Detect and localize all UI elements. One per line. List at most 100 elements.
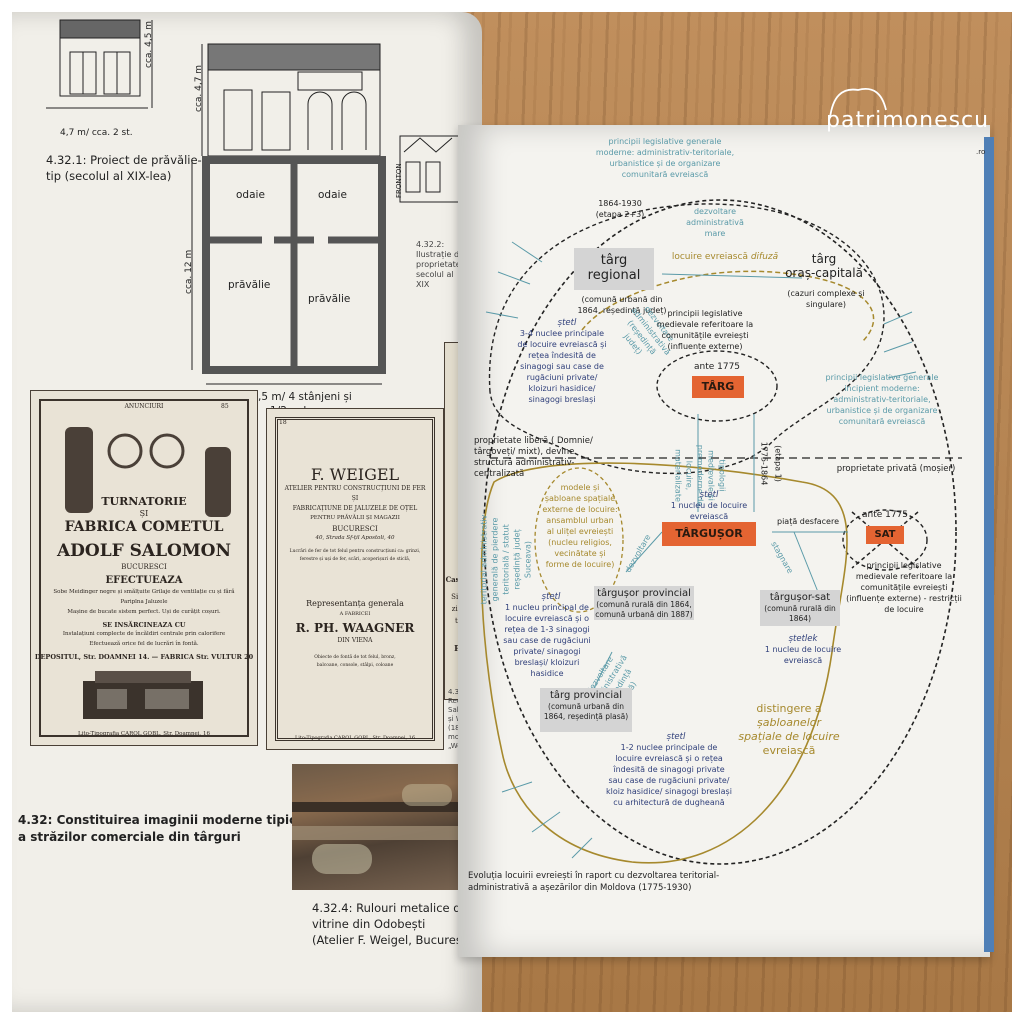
page-edge-blue xyxy=(984,137,994,952)
targ-regional-line2: regional xyxy=(587,268,641,283)
caption-4-32-4-line1: 4.32.4: Rulouri metalice de vitrine din … xyxy=(312,901,468,931)
box-sat: SAT xyxy=(866,526,904,544)
advert-line-12: R. PH. WAAGNER xyxy=(295,621,415,635)
room-odaie-left: odaie xyxy=(236,189,265,201)
box-targusor-provincial: târgușor provincial (comună rurală din 1… xyxy=(594,586,694,620)
advert-line-4: ADOLF SALOMON xyxy=(56,541,232,561)
stetl-2-text: 1 nucleu de locuire evreiască xyxy=(670,501,748,521)
period-1775-1864: 1775-1864 xyxy=(759,441,769,486)
caption-4-32-line2: a străzilor comerciale din târguri xyxy=(18,830,241,844)
advert-line-5: PENTRU PRĂVĂLII ȘI MAGAZII xyxy=(310,515,400,521)
ante1775-targ-ellipse xyxy=(656,350,778,422)
targ-prov-sub: (comună urbană din 1864, reședință plasă… xyxy=(543,702,629,721)
advert-line-15: balcoane, console, stâlpi, coloane xyxy=(316,663,394,668)
advert-line-11: A FABRICEI xyxy=(339,611,371,617)
advert-line-7: 40, Strada Sf-țil Apostoli, 40 xyxy=(315,535,395,541)
proprietate-libera: proprietate liberă ( Domnie/ târgoveți/ … xyxy=(474,436,593,479)
medieval-principles: principii legislative medievale referito… xyxy=(656,309,754,351)
modele-sabloane: modele și șabloane spațiale externe de l… xyxy=(542,483,618,569)
advert-line-3: FABRICA COMETUL xyxy=(64,519,224,535)
caption-4-32-1-line1: 4.32.1: Proiect de prăvălie- xyxy=(46,153,202,167)
room-pravalie-right: prăvălie xyxy=(308,293,351,305)
advert-header: ANUNCIURI xyxy=(124,403,164,410)
targ-oras-capitala: târg oraș-capitală xyxy=(784,252,864,280)
targusor-prov-title: târgușor provincial xyxy=(597,588,691,599)
advert-border xyxy=(275,417,435,741)
locuire-difuza-word: difuză xyxy=(750,252,779,262)
sat-medieval-principles: principii legislative medievale referito… xyxy=(846,561,962,614)
room-pravalie-left: prăvălie xyxy=(228,279,271,291)
advert-footer: Lito-Tipografia CAROL GOBL, Str. Doamnei… xyxy=(294,735,416,741)
caption-4-32-1-line2: tip (secolul al XIX-lea) xyxy=(46,169,172,183)
outer-ellipse xyxy=(483,199,957,865)
stetl-1-label: ștetl xyxy=(557,318,577,328)
advert-line-13: DIN VIENA xyxy=(337,637,373,644)
shop-plan-drawing xyxy=(46,19,461,385)
targ-oras-sub: (cazuri complexe și singulare) xyxy=(787,289,865,309)
advert-line-6: EFECTUEAZA xyxy=(105,575,183,586)
locuire-difuza: locuire evreiască difuză xyxy=(660,252,790,263)
stetl-3-text: 1 nucleu principal de locuire evreiască … xyxy=(503,603,591,678)
targusor-prov-sub: (comună rurală din 1864, comună urbană d… xyxy=(595,600,693,619)
kitchen-range-illustration xyxy=(83,671,203,719)
watermark-brand: patrimonescu xyxy=(826,108,990,133)
stetl-3-label: ștetl xyxy=(541,592,561,602)
distingere-line1: distingere a xyxy=(756,702,822,715)
advert-weigel: 18 F. WEIGEL ATELIER PENTRU CONSTRUCȚIUN… xyxy=(266,408,444,750)
stetl-1-text: 3-4 nuclee principale de locuire evreias… xyxy=(517,329,607,404)
settlement-diagram xyxy=(480,199,962,865)
advert-line-10: SE INSĂRCINEAZA CU xyxy=(102,621,186,629)
ante-1775-targ: ante 1775 xyxy=(693,362,741,372)
advert-page-number: 85 xyxy=(221,403,229,410)
distingere-line2: șabloanelor xyxy=(756,716,822,729)
box-targusor-sat: târgușor-sat (comună rurală din 1864) xyxy=(760,590,840,626)
advert-line-4: FABRICAȚIUNE DE JALUZELE DE OȚEL xyxy=(292,505,418,512)
advert-line-12: Efectuează orice fel de lucrări în fontă… xyxy=(89,641,199,647)
advert-line-9: Mașine de bucate sistem perfect. Uși de … xyxy=(67,609,221,615)
piata-desfacere: piață desfacere xyxy=(776,517,840,526)
stetlek-text: 1 nucleu de locuire evreiască xyxy=(764,645,842,665)
advert-line-5: BUCURESCI xyxy=(121,563,167,571)
modele-ellipse xyxy=(534,467,624,613)
stetl-2-label: ștetl xyxy=(699,490,719,500)
targ-zone xyxy=(488,203,885,475)
advert-line-10: Representanța generala xyxy=(306,599,404,608)
advert-line-11: Instalațiuni complecte de încăldiri cent… xyxy=(62,631,226,637)
stove-illustration xyxy=(65,427,231,517)
advert-line-8: Pariplna Jaluzele xyxy=(120,599,168,605)
stetl-4-label: ștetl xyxy=(666,732,686,742)
targ-oras-line1: târg xyxy=(811,252,837,266)
targ-regional-sub: (comună urbană din 1864, reședință județ… xyxy=(577,295,667,315)
watermark-suffix: .ro xyxy=(976,148,986,156)
advert-line-13: DEPOSITUL, Str. DOAMNEI 14. — FABRICA St… xyxy=(34,653,254,661)
caption-4-32-4: 4.32.4: Rulouri metalice de vitrine din … xyxy=(312,900,482,948)
advert-line-1: TURNATORIE xyxy=(101,495,187,508)
period-etapa-2-3: (etapa 2+3) xyxy=(595,210,645,219)
locuire-difuza-prefix: locuire evreiască xyxy=(671,252,751,262)
stetl-4-text: 1-2 nuclee principale de locuire evreias… xyxy=(606,743,732,807)
house-logo-icon xyxy=(829,88,887,119)
targusor-sat-title: târgușor-sat xyxy=(769,592,831,603)
advert-line-6: BUCURESCI xyxy=(332,525,378,533)
distingere-sabloane: distingere a șabloanelor spațiale de loc… xyxy=(734,702,844,758)
advert-line-2: ȘI xyxy=(139,509,149,518)
room-odaie-right: odaie xyxy=(318,189,347,201)
diagram-caption: Evoluția locuirii evreiești în raport cu… xyxy=(468,870,719,894)
photo-frame: 4,7 m/ cca. 2 st. cca. 4,5 m cca. 4,7 m … xyxy=(12,12,1012,1012)
caption-4-32-4-line2: (Atelier F. Weigel, București) xyxy=(312,933,475,947)
box-targ-regional: târg regional xyxy=(574,248,654,290)
box-targ: TÂRG xyxy=(692,376,744,398)
period-1864: 1864-1930 xyxy=(598,199,642,208)
ante1775-sat-ellipse xyxy=(842,509,928,571)
advert-line-3: ȘI xyxy=(351,495,359,502)
diagram-caption-line1: Evoluția locuirii evreiești în raport cu… xyxy=(468,871,720,881)
targ-regional-line1: târg xyxy=(600,253,628,268)
shutter-photo xyxy=(292,764,480,890)
stetlek-label: ștetlek xyxy=(788,634,818,644)
ante-1775-sat: ante 1775 xyxy=(861,510,909,520)
advert-line-2: ATELIER PENTRU CONSTRUCȚIUNI DE FER xyxy=(284,485,426,492)
advert-page-number: 18 xyxy=(279,419,287,426)
advert-line-7: Sobe Meidinger negre și smălțuite Grilaj… xyxy=(53,589,235,595)
dim-width: 4,7 m/ cca. 2 st. xyxy=(60,128,133,138)
caption-4-32: 4.32: Constituirea imaginii moderne tipi… xyxy=(18,812,304,846)
